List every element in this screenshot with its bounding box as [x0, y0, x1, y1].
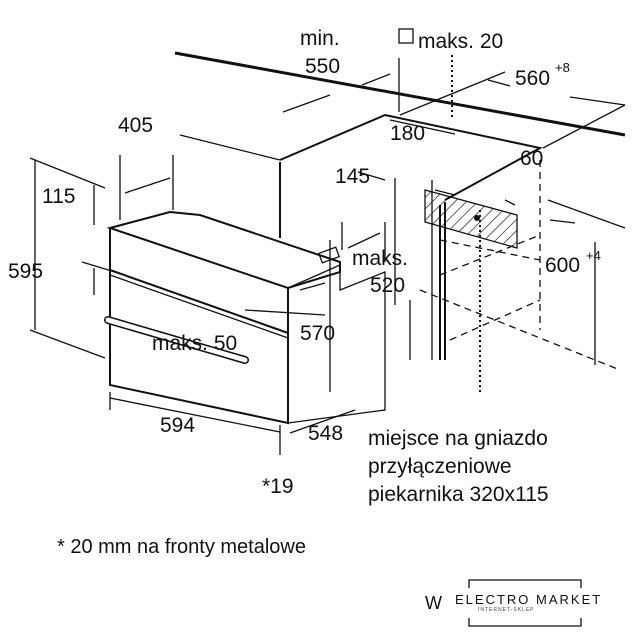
label-maks-20: maks. 20	[418, 30, 503, 53]
dashed-line-2	[439, 239, 541, 261]
socket-area	[424, 189, 518, 249]
label-560-tolerance: +8	[555, 60, 570, 75]
cabinet-opening	[279, 113, 543, 201]
dashed-line-4	[449, 299, 541, 341]
label-600-tolerance: +4	[586, 248, 601, 263]
label-570: 570	[300, 322, 335, 345]
oven-side	[287, 264, 386, 424]
oven-handle-inner	[105, 317, 248, 363]
label-115: 115	[42, 185, 75, 208]
square-icon	[398, 28, 414, 44]
socket-dot	[474, 215, 480, 221]
vent-slot	[389, 119, 456, 135]
dimension-lines	[29, 58, 626, 455]
oven-front	[109, 228, 289, 425]
side-bracket	[317, 246, 341, 264]
label-maks-50: maks. 50	[152, 332, 237, 355]
label-548: 548	[308, 422, 343, 445]
footnote: * 20 mm na fronty metalowe	[57, 536, 306, 558]
label-520: 520	[370, 274, 405, 297]
label-min: min.	[300, 27, 340, 50]
socket-note-line-1: miejsce na gniazdo	[368, 427, 548, 450]
countertop-front-line	[179, 134, 281, 161]
label-maks: maks.	[352, 247, 408, 270]
control-panel-line-2	[109, 274, 289, 339]
countertop-edge	[174, 51, 626, 137]
socket-note-line-2: przyłączeniowe	[368, 455, 512, 478]
label-60: 60	[520, 147, 543, 170]
electro-market-logo: W ELECTRO MARKET INTERNET-SKLEP	[425, 579, 602, 627]
control-panel-line	[109, 269, 289, 334]
dashed-back-line	[419, 289, 621, 371]
label-145: 145	[335, 165, 370, 188]
label-405: 405	[118, 114, 153, 137]
label-594: 594	[160, 414, 195, 437]
logo-tagline: INTERNET-SKLEP	[478, 607, 535, 613]
label-19: *19	[262, 475, 294, 498]
label-180: 180	[390, 122, 425, 145]
logo-prefix: W	[425, 593, 442, 613]
oven-top	[106, 210, 341, 290]
label-595: 595	[8, 260, 43, 283]
label-600: 600	[545, 254, 580, 277]
logo-name: ELECTRO MARKET	[455, 592, 602, 607]
label-550: 550	[305, 55, 340, 78]
label-560: 560	[515, 67, 550, 90]
dashed-line-3	[439, 234, 541, 276]
socket-note-line-3: piekarnika 320x115	[368, 483, 549, 506]
